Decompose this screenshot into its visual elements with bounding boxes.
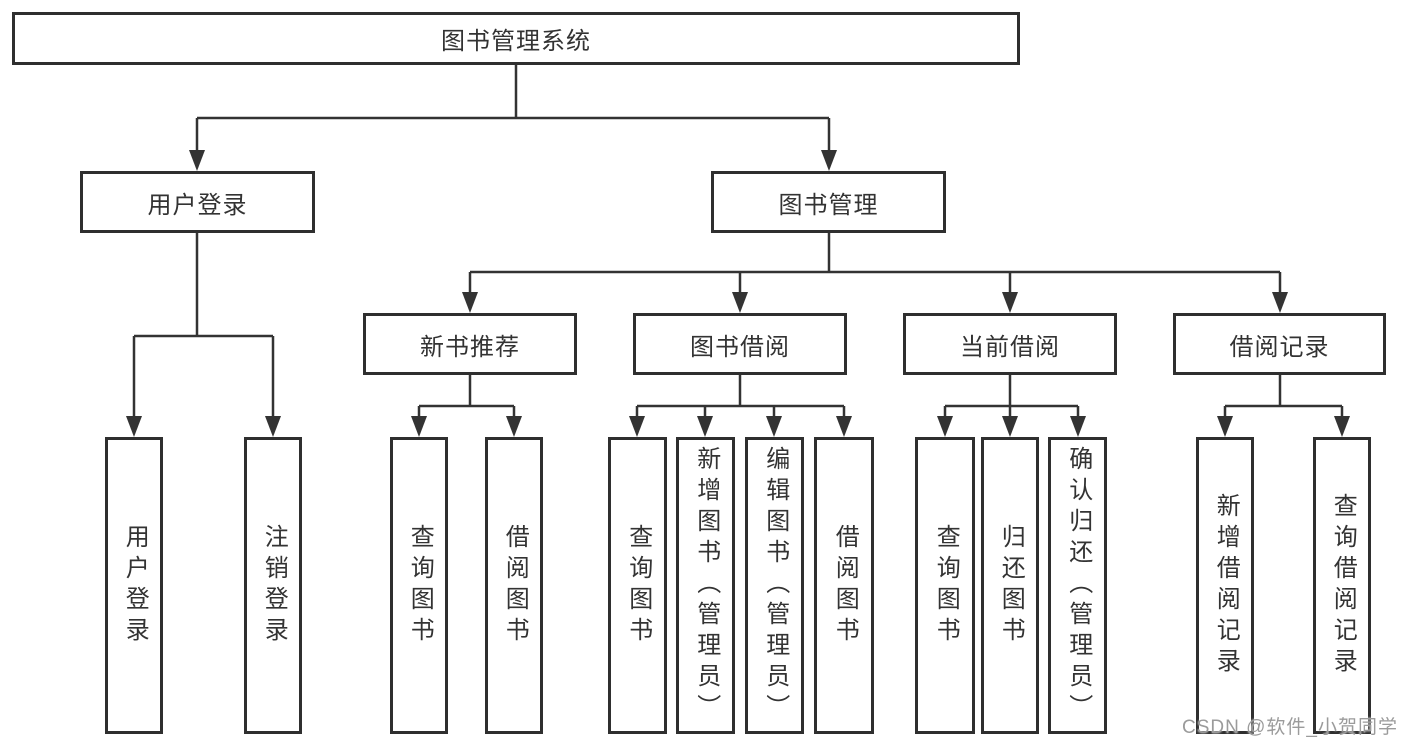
node-label: 编辑图书（管理员）: [761, 446, 789, 725]
arrow-down-icon: [937, 416, 953, 437]
leaf-borrow-book-recommend: 借阅图书: [485, 437, 543, 734]
arrowheads: [126, 150, 1350, 437]
node-new-book-recommend: 新书推荐: [363, 313, 577, 375]
arrow-down-icon: [1002, 416, 1018, 437]
arrow-down-icon: [732, 292, 748, 313]
leaf-borrow-book: 借阅图书: [814, 437, 874, 734]
leaf-query-borrow-record: 查询借阅记录: [1313, 437, 1371, 734]
connector-currentborrow-to-leaves: [943, 375, 1080, 418]
arrow-down-icon: [836, 416, 852, 437]
connector-root-to-level2: [195, 65, 831, 152]
node-label: 查询图书: [932, 523, 960, 648]
arrow-down-icon: [1002, 292, 1018, 313]
node-label: 确认归还（管理员）: [1064, 446, 1092, 725]
node-label: 借阅图书: [831, 523, 859, 648]
arrow-down-icon: [1334, 416, 1350, 437]
leaf-add-book-admin: 新增图书（管理员）: [676, 437, 735, 734]
node-user-login: 用户登录: [80, 171, 315, 233]
leaf-return-book: 归还图书: [981, 437, 1039, 734]
node-label: 注销登录: [260, 523, 288, 648]
arrow-down-icon: [629, 416, 645, 437]
node-label: 图书管理系统: [441, 28, 591, 55]
node-borrow-records: 借阅记录: [1173, 313, 1386, 375]
node-label: 查询借阅记录: [1329, 492, 1357, 679]
node-label: 查询图书: [624, 523, 652, 648]
arrow-down-icon: [1070, 416, 1086, 437]
arrow-down-icon: [411, 416, 427, 437]
arrow-down-icon: [462, 292, 478, 313]
leaf-user-login: 用户登录: [105, 437, 163, 734]
leaf-query-book-borrow: 查询图书: [608, 437, 667, 734]
arrow-down-icon: [506, 416, 522, 437]
arrow-down-icon: [766, 416, 782, 437]
leaf-confirm-return-admin: 确认归还（管理员）: [1048, 437, 1107, 734]
connector-bookborrow-to-leaves: [635, 375, 846, 418]
leaf-query-book-recommend: 查询图书: [390, 437, 448, 734]
leaf-logout: 注销登录: [244, 437, 302, 734]
arrow-down-icon: [1272, 292, 1288, 313]
connector-bookmgmt-to-level3: [468, 233, 1282, 294]
node-label: 归还图书: [997, 523, 1025, 648]
node-label: 借阅记录: [1229, 333, 1330, 361]
arrow-down-icon: [821, 150, 837, 171]
leaf-edit-book-admin: 编辑图书（管理员）: [745, 437, 804, 734]
connector-userlogin-to-leaves: [132, 233, 275, 418]
node-label: 用户登录: [147, 191, 248, 219]
connector-newbook-to-leaves: [417, 375, 516, 418]
node-book-borrow: 图书借阅: [633, 313, 847, 375]
arrow-down-icon: [1217, 416, 1233, 437]
leaf-add-borrow-record: 新增借阅记录: [1196, 437, 1254, 734]
node-label: 图书管理: [778, 191, 879, 219]
csdn-watermark: CSDN @软件_小贺同学: [1182, 717, 1398, 738]
node-label: 用户登录: [121, 523, 149, 648]
leaf-query-book-current: 查询图书: [915, 437, 975, 734]
node-root: 图书管理系统: [12, 12, 1020, 65]
node-label: 新书推荐: [420, 333, 520, 361]
node-label: 图书借阅: [690, 333, 790, 361]
node-current-borrow: 当前借阅: [903, 313, 1117, 375]
arrow-down-icon: [126, 416, 142, 437]
node-book-management: 图书管理: [711, 171, 946, 233]
connector-borrowrecords-to-leaves: [1223, 375, 1344, 418]
node-label: 新增图书（管理员）: [692, 446, 720, 725]
arrow-down-icon: [697, 416, 713, 437]
node-label: 查询图书: [406, 523, 434, 648]
arrow-down-icon: [189, 150, 205, 171]
node-label: 新增借阅记录: [1212, 492, 1240, 679]
node-label: 借阅图书: [501, 523, 529, 648]
arrow-down-icon: [265, 416, 281, 437]
node-label: 当前借阅: [960, 333, 1060, 361]
